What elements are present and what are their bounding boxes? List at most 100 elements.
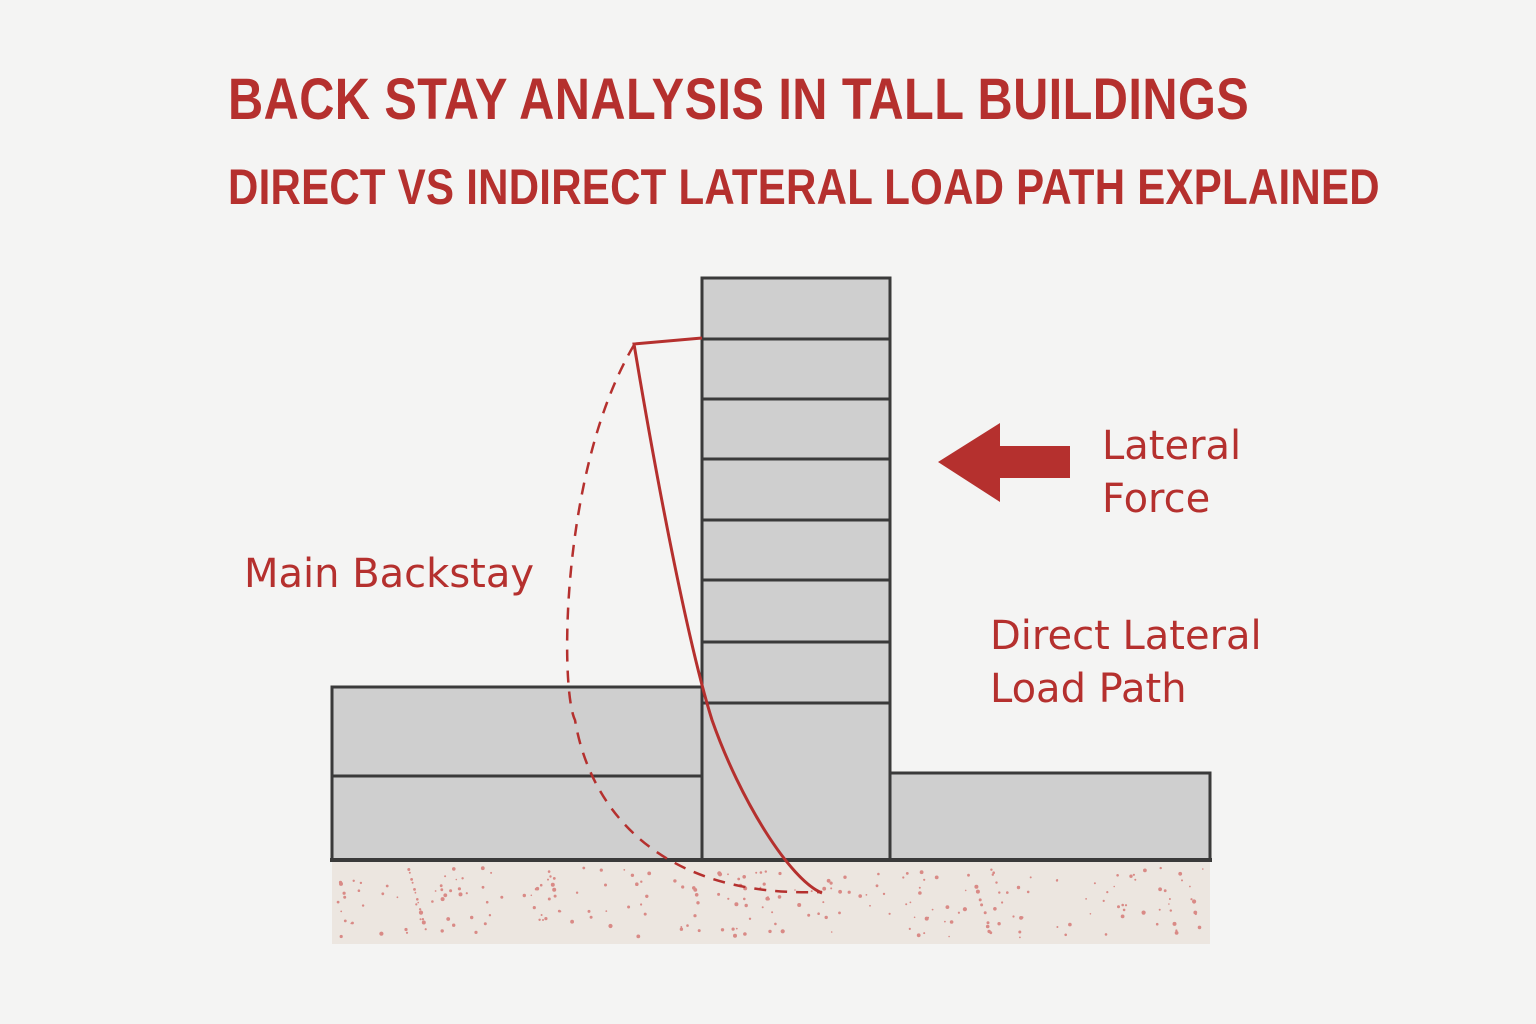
ground-speckle xyxy=(1019,916,1023,920)
ground-speckle xyxy=(1006,891,1009,894)
ground-speckle xyxy=(539,883,543,887)
ground-speckle xyxy=(693,888,698,892)
ground-speckle xyxy=(419,918,422,921)
ground-speckle xyxy=(694,893,699,897)
ground-speckle xyxy=(1172,921,1177,926)
ground-speckle xyxy=(1055,879,1059,882)
ground-speckle xyxy=(735,927,738,930)
ground-speckle xyxy=(918,891,922,895)
ground-speckle xyxy=(1120,914,1125,919)
ground-speckle xyxy=(764,870,767,873)
ground-speckle xyxy=(483,922,487,926)
ground-speckle xyxy=(640,880,643,883)
ground-speckle xyxy=(985,924,990,929)
ground-speckle xyxy=(465,892,468,895)
ground-speckle xyxy=(986,921,990,925)
ground-speckle xyxy=(923,932,926,935)
ground-speckle xyxy=(582,866,586,870)
ground-speckle xyxy=(680,926,683,928)
ground-speckle xyxy=(457,887,461,891)
ground-speckle xyxy=(817,912,820,915)
ground-speckle xyxy=(1089,913,1092,915)
ground-speckle xyxy=(605,910,608,912)
ground-speckle xyxy=(731,927,735,931)
ground-speckle xyxy=(847,890,851,894)
ground-speckle xyxy=(945,905,950,909)
ground-speckle xyxy=(737,877,741,881)
ground-speckle xyxy=(1019,936,1021,939)
ground-speckle xyxy=(538,918,541,921)
ground-speckle xyxy=(440,888,444,892)
ground-speckle xyxy=(405,931,409,934)
ground-speckle xyxy=(1174,931,1179,935)
ground-speckle xyxy=(421,920,426,925)
ground-speckle xyxy=(413,888,416,891)
ground-speckle xyxy=(532,906,536,910)
ground-speckle xyxy=(693,914,697,918)
ground-speckle xyxy=(875,884,879,888)
ground-speckle xyxy=(1016,885,1021,890)
ground-speckle xyxy=(1197,925,1202,930)
ground-speckle xyxy=(727,897,730,900)
ground-speckle xyxy=(794,889,796,891)
ground-speckle xyxy=(640,903,643,906)
ground-speckle xyxy=(415,903,418,906)
ground-speckle xyxy=(777,895,782,899)
ground-speckle xyxy=(1106,891,1109,894)
ground-speckle xyxy=(771,911,774,914)
tower-floor-lines xyxy=(702,337,890,705)
ground-speckle xyxy=(905,903,908,906)
ground-speckle xyxy=(1001,901,1004,904)
ground-speckle xyxy=(1169,909,1173,912)
ground-speckle xyxy=(807,913,811,917)
ground-speckle xyxy=(559,910,562,913)
lateral-force-label-line2: Force xyxy=(1102,475,1211,522)
backstay-dashed-path xyxy=(565,344,823,894)
ground-speckle xyxy=(980,903,984,907)
lateral-force-label-line1: Lateral xyxy=(1102,423,1242,469)
ground-speckle xyxy=(339,881,343,886)
ground-speckle xyxy=(743,897,746,901)
ground-speckle xyxy=(826,878,831,883)
ground-speckle xyxy=(350,922,353,925)
ground-speckle xyxy=(410,878,413,881)
ground-speckle xyxy=(1012,915,1015,918)
ground-speckle xyxy=(1181,879,1183,882)
ground-speckle xyxy=(440,897,445,902)
ground-speckle xyxy=(439,884,443,888)
ground-speckle xyxy=(461,877,464,880)
ground-speckle xyxy=(421,918,425,921)
ground-speckle xyxy=(829,881,833,885)
ground-speckle xyxy=(1192,899,1197,904)
ground-speckle xyxy=(544,917,548,921)
ground-speckle xyxy=(1068,922,1072,927)
ground-speckle xyxy=(1134,878,1137,881)
ground-speckle xyxy=(416,898,419,901)
ground-speckle xyxy=(1190,898,1193,901)
lateral-force-arrow xyxy=(938,423,1070,502)
ground-speckle xyxy=(418,910,424,915)
ground-speckle xyxy=(768,929,772,934)
ground-speckle xyxy=(761,906,764,909)
ground-speckle xyxy=(780,929,785,934)
diagram-subtitle: DIRECT VS INDIRECT LATERAL LOAD PATH EXP… xyxy=(228,159,1380,215)
ground-speckle xyxy=(998,891,1001,894)
ground-speckle xyxy=(924,916,929,921)
ground-speckle xyxy=(962,907,968,912)
ground-speckle xyxy=(913,916,916,919)
ground-speckle xyxy=(458,892,463,897)
ground-speckle xyxy=(575,891,579,894)
ground-speckle xyxy=(1122,908,1126,912)
ground-speckle xyxy=(604,883,607,887)
ground-speckle xyxy=(830,931,833,933)
ground-speckle xyxy=(431,900,434,903)
ground-speckle xyxy=(500,895,504,899)
ground-texture xyxy=(336,866,1204,939)
ground-speckle xyxy=(440,929,444,933)
ground-speckle xyxy=(992,871,995,874)
ground-speckle xyxy=(774,922,777,926)
ground-speckle xyxy=(411,881,414,884)
ground-speckle xyxy=(474,930,478,935)
ground-speckle xyxy=(343,919,347,923)
